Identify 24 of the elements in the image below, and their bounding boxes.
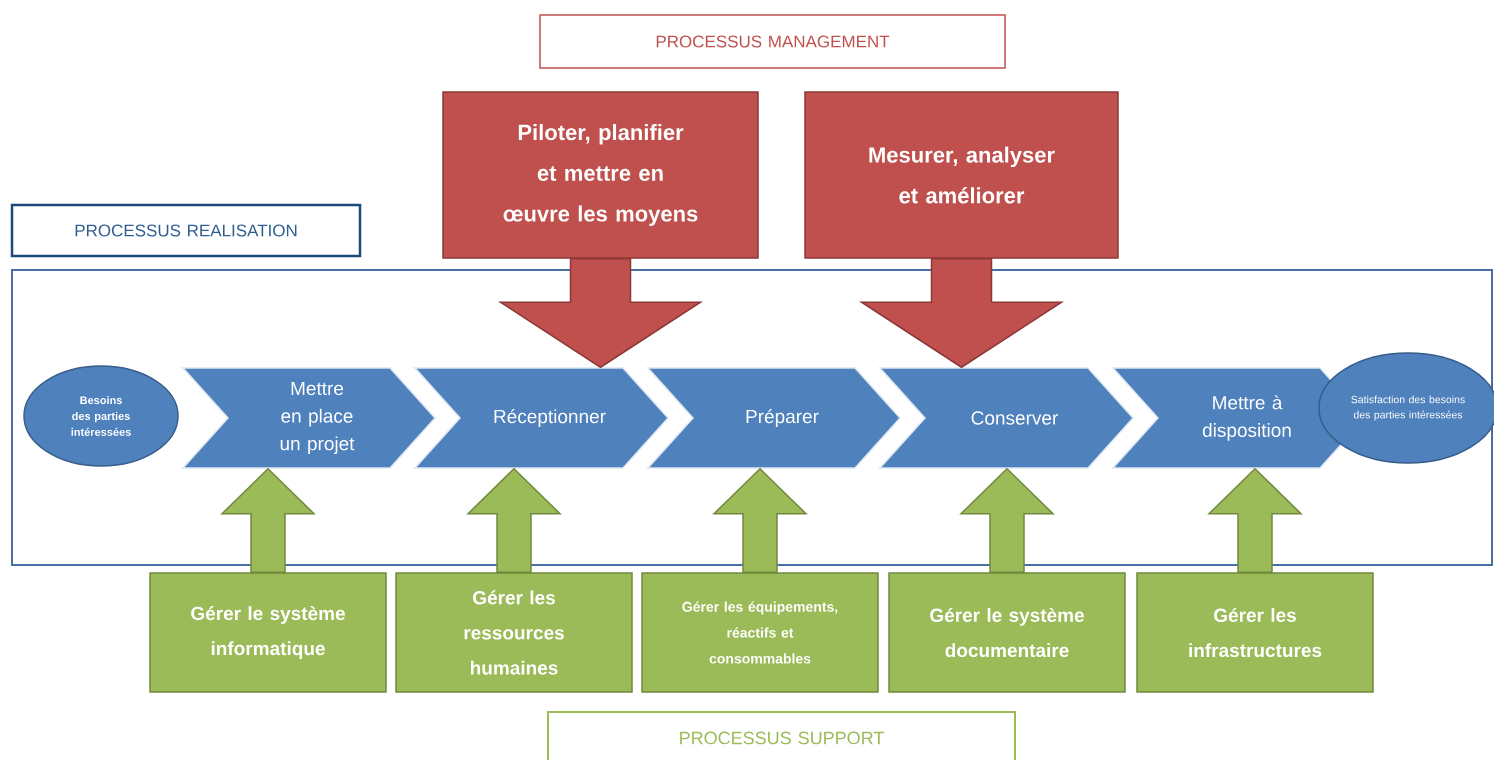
support-box: Gérer les équipements, réactifs et consommables [641,572,879,693]
process-step: Mettre en place un projet [181,367,436,469]
block-arrow [466,467,562,573]
support-box: Gérer le système informatique [149,572,387,693]
process-box: Mesurer, analyser et améliorer [804,91,1119,259]
process-step: Préparer [646,367,901,469]
ellipse-node: Besoins des parties intéressées [23,365,179,467]
process-box: Piloter, planifier et mettre en œuvre les moyens [442,91,759,259]
process-frame [11,269,1493,566]
block-arrow [1207,467,1303,573]
support-box: Gérer les infrastructures [1136,572,1374,693]
heading-box: PROCESSUS REALISATION [10,203,362,258]
process-step: Réceptionner [413,367,669,469]
block-arrow [220,467,316,573]
block-arrow [959,467,1055,573]
support-box: Gérer les ressources humaines [395,572,633,693]
process-step: Conserver [878,367,1134,469]
heading-box: PROCESSUS SUPPORT [547,711,1016,760]
support-box: Gérer le système documentaire [888,572,1126,693]
block-arrow [858,258,1065,369]
block-arrow [712,467,808,573]
heading-box: PROCESSUS MANAGEMENT [539,14,1006,69]
ellipse-node: Satisfaction des besoins des parties intéressées [1318,352,1494,464]
block-arrow [497,258,704,369]
